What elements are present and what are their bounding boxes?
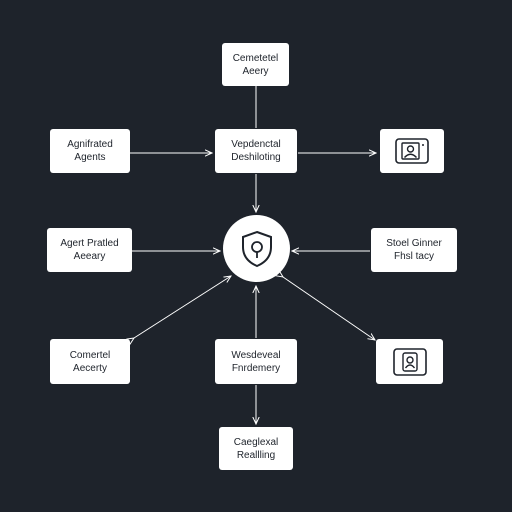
- user-card-icon: [395, 138, 429, 164]
- node-left-upper-label: Agnifrated Agents: [67, 139, 113, 163]
- node-right-middle[interactable]: Stoel Ginner Fhsl tacy: [371, 228, 457, 272]
- hub-node[interactable]: [223, 215, 290, 282]
- node-left-lower-label: Comertel Aecerty: [69, 349, 111, 374]
- node-bottom[interactable]: Caeglexal Reallling: [219, 427, 293, 470]
- connector-hub-to-right-lower: [283, 277, 375, 340]
- node-left-upper[interactable]: Agnifrated Agents: [50, 129, 130, 173]
- node-top-label: Cemetetel Aeery: [232, 52, 279, 77]
- node-right-upper[interactable]: [380, 129, 444, 173]
- node-top[interactable]: Cemetetel Aeery: [222, 43, 289, 86]
- node-center-lower[interactable]: Wesdeveal Fnrdemery: [215, 339, 297, 384]
- node-center-upper-label: Vepdenctal Deshiloting: [231, 139, 281, 163]
- node-center-lower-label: Wesdeveal Fnrdemery: [231, 349, 281, 374]
- node-right-lower[interactable]: [376, 339, 443, 384]
- node-left-lower[interactable]: Comertel Aecerty: [50, 339, 130, 384]
- node-left-middle[interactable]: Agert Pratled Aeeary: [47, 228, 132, 272]
- node-right-middle-label: Stoel Ginner Fhsl tacy: [386, 238, 442, 262]
- node-left-middle-label: Agert Pratled Aeeary: [60, 238, 119, 262]
- portrait-badge-icon: [392, 347, 427, 376]
- node-center-upper[interactable]: Vepdenctal Deshiloting: [215, 129, 297, 173]
- connector-left-lower-to-hub: [134, 276, 231, 338]
- node-bottom-label: Caeglexal Reallling: [233, 436, 279, 461]
- shield-lock-icon: [241, 230, 272, 267]
